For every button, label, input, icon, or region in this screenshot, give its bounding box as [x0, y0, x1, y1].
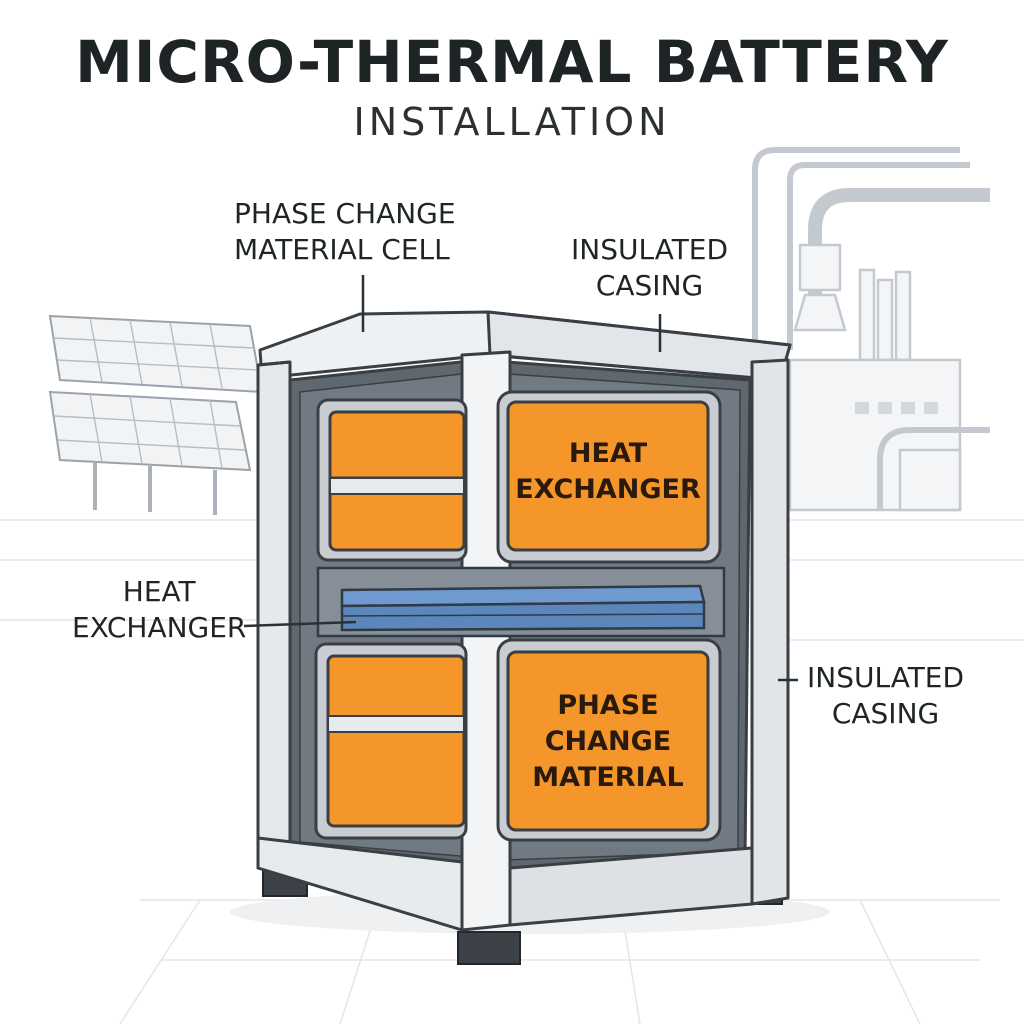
label-insulated-casing-top: INSULATED CASING	[571, 232, 728, 304]
label-line: CASING	[595, 269, 704, 302]
label-insulated-casing-right: INSULATED CASING	[807, 660, 964, 732]
box-label-line: HEAT	[568, 438, 648, 469]
box-label-line: MATERIAL	[532, 762, 684, 793]
label-line: HEAT	[122, 575, 196, 608]
label-heat-exchanger-left: HEAT EXCHANGER	[72, 574, 246, 646]
upper-box	[316, 390, 722, 564]
lower-box-label: PHASE CHANGE MATERIAL	[508, 688, 708, 796]
label-phase-change-material-cell: PHASE CHANGE MATERIAL CELL	[234, 196, 456, 268]
lower-box	[314, 638, 722, 842]
heat-exchanger-plate	[316, 566, 726, 638]
diagram-title: MICRO-THERMAL BATTERY	[75, 28, 949, 96]
upper-box-label: HEAT EXCHANGER	[508, 436, 708, 508]
label-line: EXCHANGER	[72, 611, 247, 644]
label-line: INSULATED	[807, 661, 965, 694]
leader-lines	[243, 275, 798, 682]
label-line: PHASE CHANGE	[234, 197, 456, 230]
solar-panels-icon	[48, 314, 264, 515]
label-line: MATERIAL CELL	[234, 233, 450, 266]
box-label-line: CHANGE	[544, 726, 672, 757]
box-label-line: EXCHANGER	[515, 474, 701, 505]
factory-icon	[752, 147, 990, 512]
label-line: INSULATED	[571, 233, 729, 266]
box-label-line: PHASE	[557, 690, 659, 721]
diagram-subtitle: INSTALLATION	[353, 100, 671, 144]
label-line: CASING	[831, 697, 940, 730]
